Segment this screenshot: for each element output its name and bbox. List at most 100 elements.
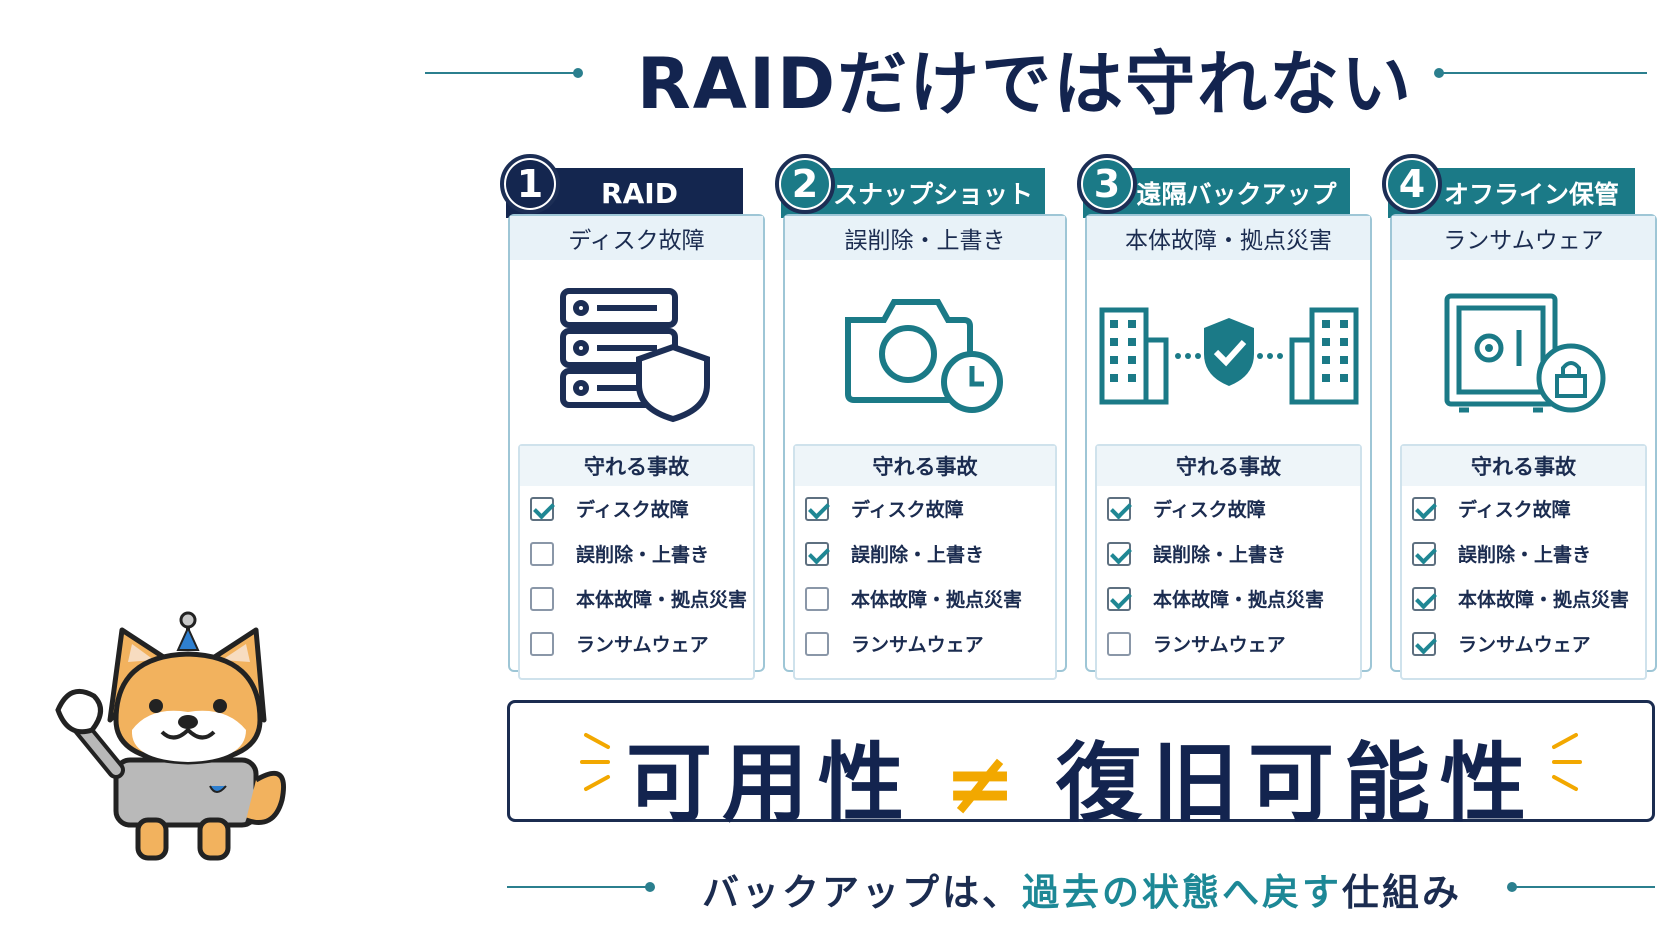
footer-text: バックアップは、過去の状態へ戻す仕組み [687, 862, 1477, 916]
list-item: 誤削除・上書き [1097, 531, 1360, 576]
card-subtitle: ディスク故障 [510, 216, 763, 260]
checkbox-unchecked[interactable] [530, 586, 554, 611]
checkbox-unchecked[interactable] [530, 541, 554, 566]
checkbox-checked[interactable] [1412, 631, 1436, 656]
equation-right: 復旧可能性 [1056, 734, 1537, 834]
card-number-badge: 4 [1382, 154, 1442, 214]
checkbox-checked[interactable] [530, 496, 554, 521]
list-item-label: 誤削除・上書き [1458, 544, 1592, 566]
list-item-label: ランサムウェア [576, 634, 709, 656]
card-illustration [510, 280, 763, 430]
card-illustration [1087, 280, 1370, 430]
equation-text: 可用性 ≠ 復旧可能性 [510, 713, 1652, 838]
checkbox-unchecked[interactable] [805, 631, 829, 656]
checkbox-checked[interactable] [1412, 586, 1436, 611]
checkbox-unchecked[interactable] [530, 631, 554, 656]
list-item: ディスク故障 [520, 486, 753, 531]
card-number: 2 [781, 160, 829, 208]
sparkle-right-icon [1552, 733, 1582, 791]
checkbox-checked[interactable] [805, 496, 829, 521]
checklist-heading: 守れる事故 [1402, 446, 1645, 486]
list-item: 本体故障・拠点災害 [795, 576, 1055, 621]
list-item-label: ランサムウェア [1153, 634, 1286, 656]
footer-highlight: 過去の状態へ戻す [1022, 871, 1342, 914]
list-item-label: ディスク故障 [1458, 499, 1571, 521]
list-item: ランサムウェア [1097, 621, 1360, 666]
checklist: 守れる事故 ディスク故障 誤削除・上書き 本体故障・拠点災害 ランサムウェア [1400, 444, 1647, 680]
list-item-label: ディスク故障 [1153, 499, 1266, 521]
card-subtitle: 本体故障・拠点災害 [1087, 216, 1370, 260]
safe-lock-icon [1444, 293, 1605, 413]
footer-rule-right [1515, 886, 1655, 888]
card-label: 遠隔バックアップ [1136, 180, 1337, 209]
card-raid: RAID 1 ディスク故障 守れる事故 ディスク故障 誤削除・上書き 本体故障・… [500, 154, 765, 680]
footer-rule-left [507, 886, 647, 888]
list-item-label: ディスク故障 [576, 499, 689, 521]
shiba-mascot-icon [55, 611, 286, 861]
checkbox-checked[interactable] [1107, 541, 1131, 566]
card-number-badge: 1 [500, 154, 560, 214]
checkbox-unchecked[interactable] [1107, 631, 1131, 656]
card-subtitle: 誤削除・上書き [785, 216, 1065, 260]
not-equal-symbol: ≠ [943, 734, 1027, 834]
checklist: 守れる事故 ディスク故障 誤削除・上書き 本体故障・拠点災害 ランサムウェア [1095, 444, 1362, 680]
list-item: ディスク故障 [795, 486, 1055, 531]
card-number-badge: 3 [1077, 154, 1137, 214]
title-banner: RAIDだけでは守れない [425, 20, 1647, 125]
list-item: 誤削除・上書き [520, 531, 753, 576]
checkbox-checked[interactable] [1107, 496, 1131, 521]
checklist: 守れる事故 ディスク故障 誤削除・上書き 本体故障・拠点災害 ランサムウェア [518, 444, 755, 680]
footer-prefix: バックアップは、 [702, 871, 1022, 914]
footer-dot-left [645, 882, 655, 892]
list-item: 誤削除・上書き [1402, 531, 1645, 576]
card-number: 4 [1388, 160, 1436, 208]
list-item-label: ディスク故障 [851, 499, 964, 521]
list-item-label: 本体故障・拠点災害 [1153, 589, 1325, 611]
card-number: 1 [506, 160, 554, 208]
list-item-label: 本体故障・拠点災害 [851, 589, 1023, 611]
list-item-label: ランサムウェア [851, 634, 984, 656]
checklist-heading: 守れる事故 [795, 446, 1055, 486]
card-label: スナップショット [832, 180, 1033, 209]
equation-left: 可用性 [625, 734, 914, 834]
list-item: 誤削除・上書き [795, 531, 1055, 576]
checkbox-unchecked[interactable] [805, 586, 829, 611]
list-item: 本体故障・拠点災害 [1402, 576, 1645, 621]
list-item-label: ランサムウェア [1458, 634, 1591, 656]
checkbox-checked[interactable] [1107, 586, 1131, 611]
checklist-heading: 守れる事故 [1097, 446, 1360, 486]
list-item: ディスク故障 [1097, 486, 1360, 531]
checkbox-checked[interactable] [1412, 496, 1436, 521]
list-item-label: 誤削除・上書き [851, 544, 985, 566]
card-number: 3 [1083, 160, 1131, 208]
card-panel: 誤削除・上書き 守れる事故 ディスク故障 誤削除・上書き 本体故障・拠点災害 ラ… [783, 214, 1067, 680]
checkbox-checked[interactable] [805, 541, 829, 566]
checkbox-checked[interactable] [1412, 541, 1436, 566]
page-title: RAIDだけでは守れない [636, 43, 1414, 125]
footer-dot-right [1507, 882, 1517, 892]
title-dot-left [573, 68, 583, 78]
card-panel: ランサムウェア 守れる事故 ディスク故障 誤削除・上書き [1390, 214, 1657, 680]
card-label: オフライン保管 [1443, 180, 1619, 209]
title-rule-right [1442, 72, 1647, 74]
title-rule-left [425, 72, 575, 74]
checklist: 守れる事故 ディスク故障 誤削除・上書き 本体故障・拠点災害 ランサムウェア [793, 444, 1057, 680]
card-remote-backup: 遠隔バックアップ 3 本体故障・拠点災害 [1077, 154, 1372, 680]
equation-banner: 可用性 ≠ 復旧可能性 [507, 700, 1655, 834]
list-item-label: 誤削除・上書き [1153, 544, 1287, 566]
card-offline-storage: オフライン保管 4 ランサムウェア 守れる事故 ディスク故障 [1382, 154, 1657, 680]
list-item: ランサムウェア [1402, 621, 1645, 666]
card-illustration [785, 280, 1065, 430]
list-item: 本体故障・拠点災害 [520, 576, 753, 621]
checklist-heading: 守れる事故 [520, 446, 753, 486]
card-number-badge: 2 [775, 154, 835, 214]
list-item-label: 誤削除・上書き [576, 544, 710, 566]
card-panel: 本体故障・拠点災害 [1085, 214, 1372, 680]
card-snapshot: スナップショット 2 誤削除・上書き 守れる事故 ディスク故障 誤削除・上書き … [775, 154, 1067, 680]
list-item: ディスク故障 [1402, 486, 1645, 531]
card-label: RAID [601, 176, 678, 210]
title-dot-right [1434, 68, 1444, 78]
card-subtitle: ランサムウェア [1392, 216, 1655, 260]
list-item: ランサムウェア [520, 621, 753, 666]
list-item-label: 本体故障・拠点災害 [1458, 589, 1630, 611]
